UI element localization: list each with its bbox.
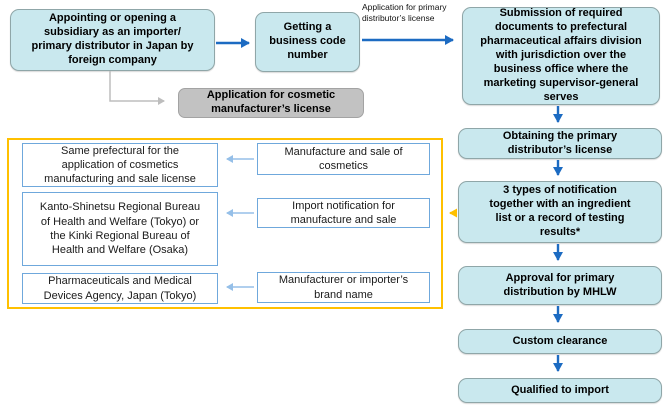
flow-step-submission-label: Submission of required documents to pref… <box>480 7 642 103</box>
notification-authority-1: Kanto-Shinetsu Regional Bureau of Health… <box>22 192 218 266</box>
flow-step-three-notifications-label: 3 types of notification together with an… <box>489 184 631 238</box>
flow-step-custom-clearance-label: Custom clearance <box>512 334 608 347</box>
notification-authority-0: Same prefectural for the application of … <box>22 143 218 187</box>
flow-step-submission: Submission of required documents to pref… <box>462 7 660 105</box>
notification-subject-2: Manufacturer or importer’s brand name <box>257 272 430 303</box>
notification-subject-1: Import notification for manufacture and … <box>257 198 430 228</box>
flow-step-obtaining-license: Obtaining the primary distributor’s lice… <box>458 128 662 159</box>
flow-step-business-code: Getting a business code number <box>255 12 360 72</box>
flow-step-qualified-to-import: Qualified to import <box>458 378 662 403</box>
flow-step-qualified-to-import-label: Qualified to import <box>511 383 609 396</box>
notification-panel <box>7 138 443 309</box>
flow-step-approval-mhlw-label: Approval for primary distribution by MHL… <box>503 271 617 298</box>
flow-step-business-code-label: Getting a business code number <box>269 21 346 61</box>
notification-authority-2: Pharmaceuticals and Medical Devices Agen… <box>22 273 218 304</box>
arrow-label-primary-distributor-license: Application for primary distributor’s li… <box>362 2 447 23</box>
side-step-cosmetic-manufacturer-license-label: Application for cosmetic manufacturer’s … <box>206 89 336 115</box>
notification-subject-2-label: Manufacturer or importer’s brand name <box>278 274 409 301</box>
notification-subject-0: Manufacture and sale of cosmetics <box>257 143 430 175</box>
flow-step-three-notifications: 3 types of notification together with an… <box>458 181 662 243</box>
flow-step-appointing: Appointing or opening a subsidiary as an… <box>10 9 215 71</box>
notification-subject-0-label: Manufacture and sale of cosmetics <box>284 145 403 172</box>
notification-subject-1-label: Import notification for manufacture and … <box>290 199 397 226</box>
notification-authority-0-label: Same prefectural for the application of … <box>44 144 196 186</box>
flow-step-obtaining-license-label: Obtaining the primary distributor’s lice… <box>502 129 618 156</box>
flow-step-custom-clearance: Custom clearance <box>458 329 662 354</box>
notification-authority-1-label: Kanto-Shinetsu Regional Bureau of Health… <box>39 201 201 257</box>
notification-authority-2-label: Pharmaceuticals and Medical Devices Agen… <box>43 275 197 302</box>
arrow-appointing-to-cosmetic-license <box>109 71 165 105</box>
flow-step-approval-mhlw: Approval for primary distribution by MHL… <box>458 266 662 305</box>
side-step-cosmetic-manufacturer-license: Application for cosmetic manufacturer’s … <box>178 88 364 118</box>
flow-step-appointing-label: Appointing or opening a subsidiary as an… <box>31 12 194 66</box>
